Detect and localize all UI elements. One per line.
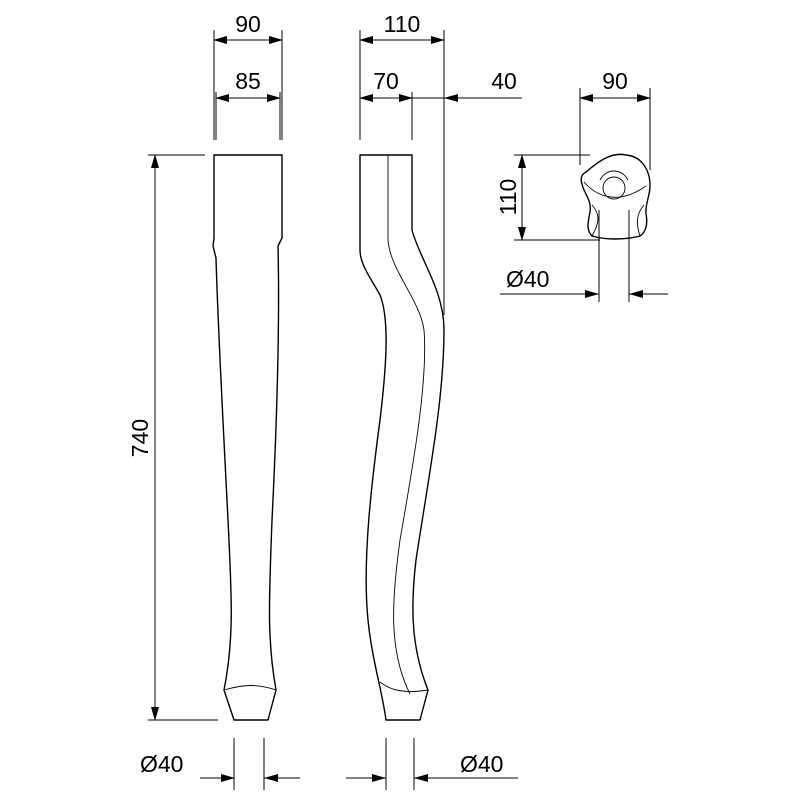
side-view: 110 70 40 Ø40 xyxy=(346,11,522,790)
top-hole-diameter-label: Ø40 xyxy=(506,266,549,292)
front-leg-outline xyxy=(212,154,283,721)
side-leg-outline xyxy=(359,154,445,721)
front-top-width-label: 90 xyxy=(235,11,261,37)
side-overall-width-label: 110 xyxy=(384,11,421,37)
front-height-label: 740 xyxy=(127,419,153,457)
top-view: 90 110 Ø40 xyxy=(495,68,668,302)
front-foot-diameter-label: Ø40 xyxy=(140,751,183,777)
top-width-label: 90 xyxy=(602,68,628,94)
top-leg-face xyxy=(583,181,647,237)
side-inner-width-label: 70 xyxy=(373,68,399,94)
front-leg-foot-line xyxy=(223,685,277,691)
side-foot-diameter-label: Ø40 xyxy=(460,751,503,777)
side-leg-inner-curve xyxy=(379,155,429,695)
front-leg-top-block xyxy=(213,155,283,238)
top-leg-outline xyxy=(580,153,651,240)
top-leg-hole xyxy=(602,176,626,200)
side-offset-label: 40 xyxy=(491,68,517,94)
top-depth-label: 110 xyxy=(495,179,521,216)
front-inner-width-label: 85 xyxy=(235,68,261,94)
front-view: 90 85 740 Ø40 xyxy=(127,11,300,790)
top-leg-hole-depth xyxy=(599,170,629,181)
